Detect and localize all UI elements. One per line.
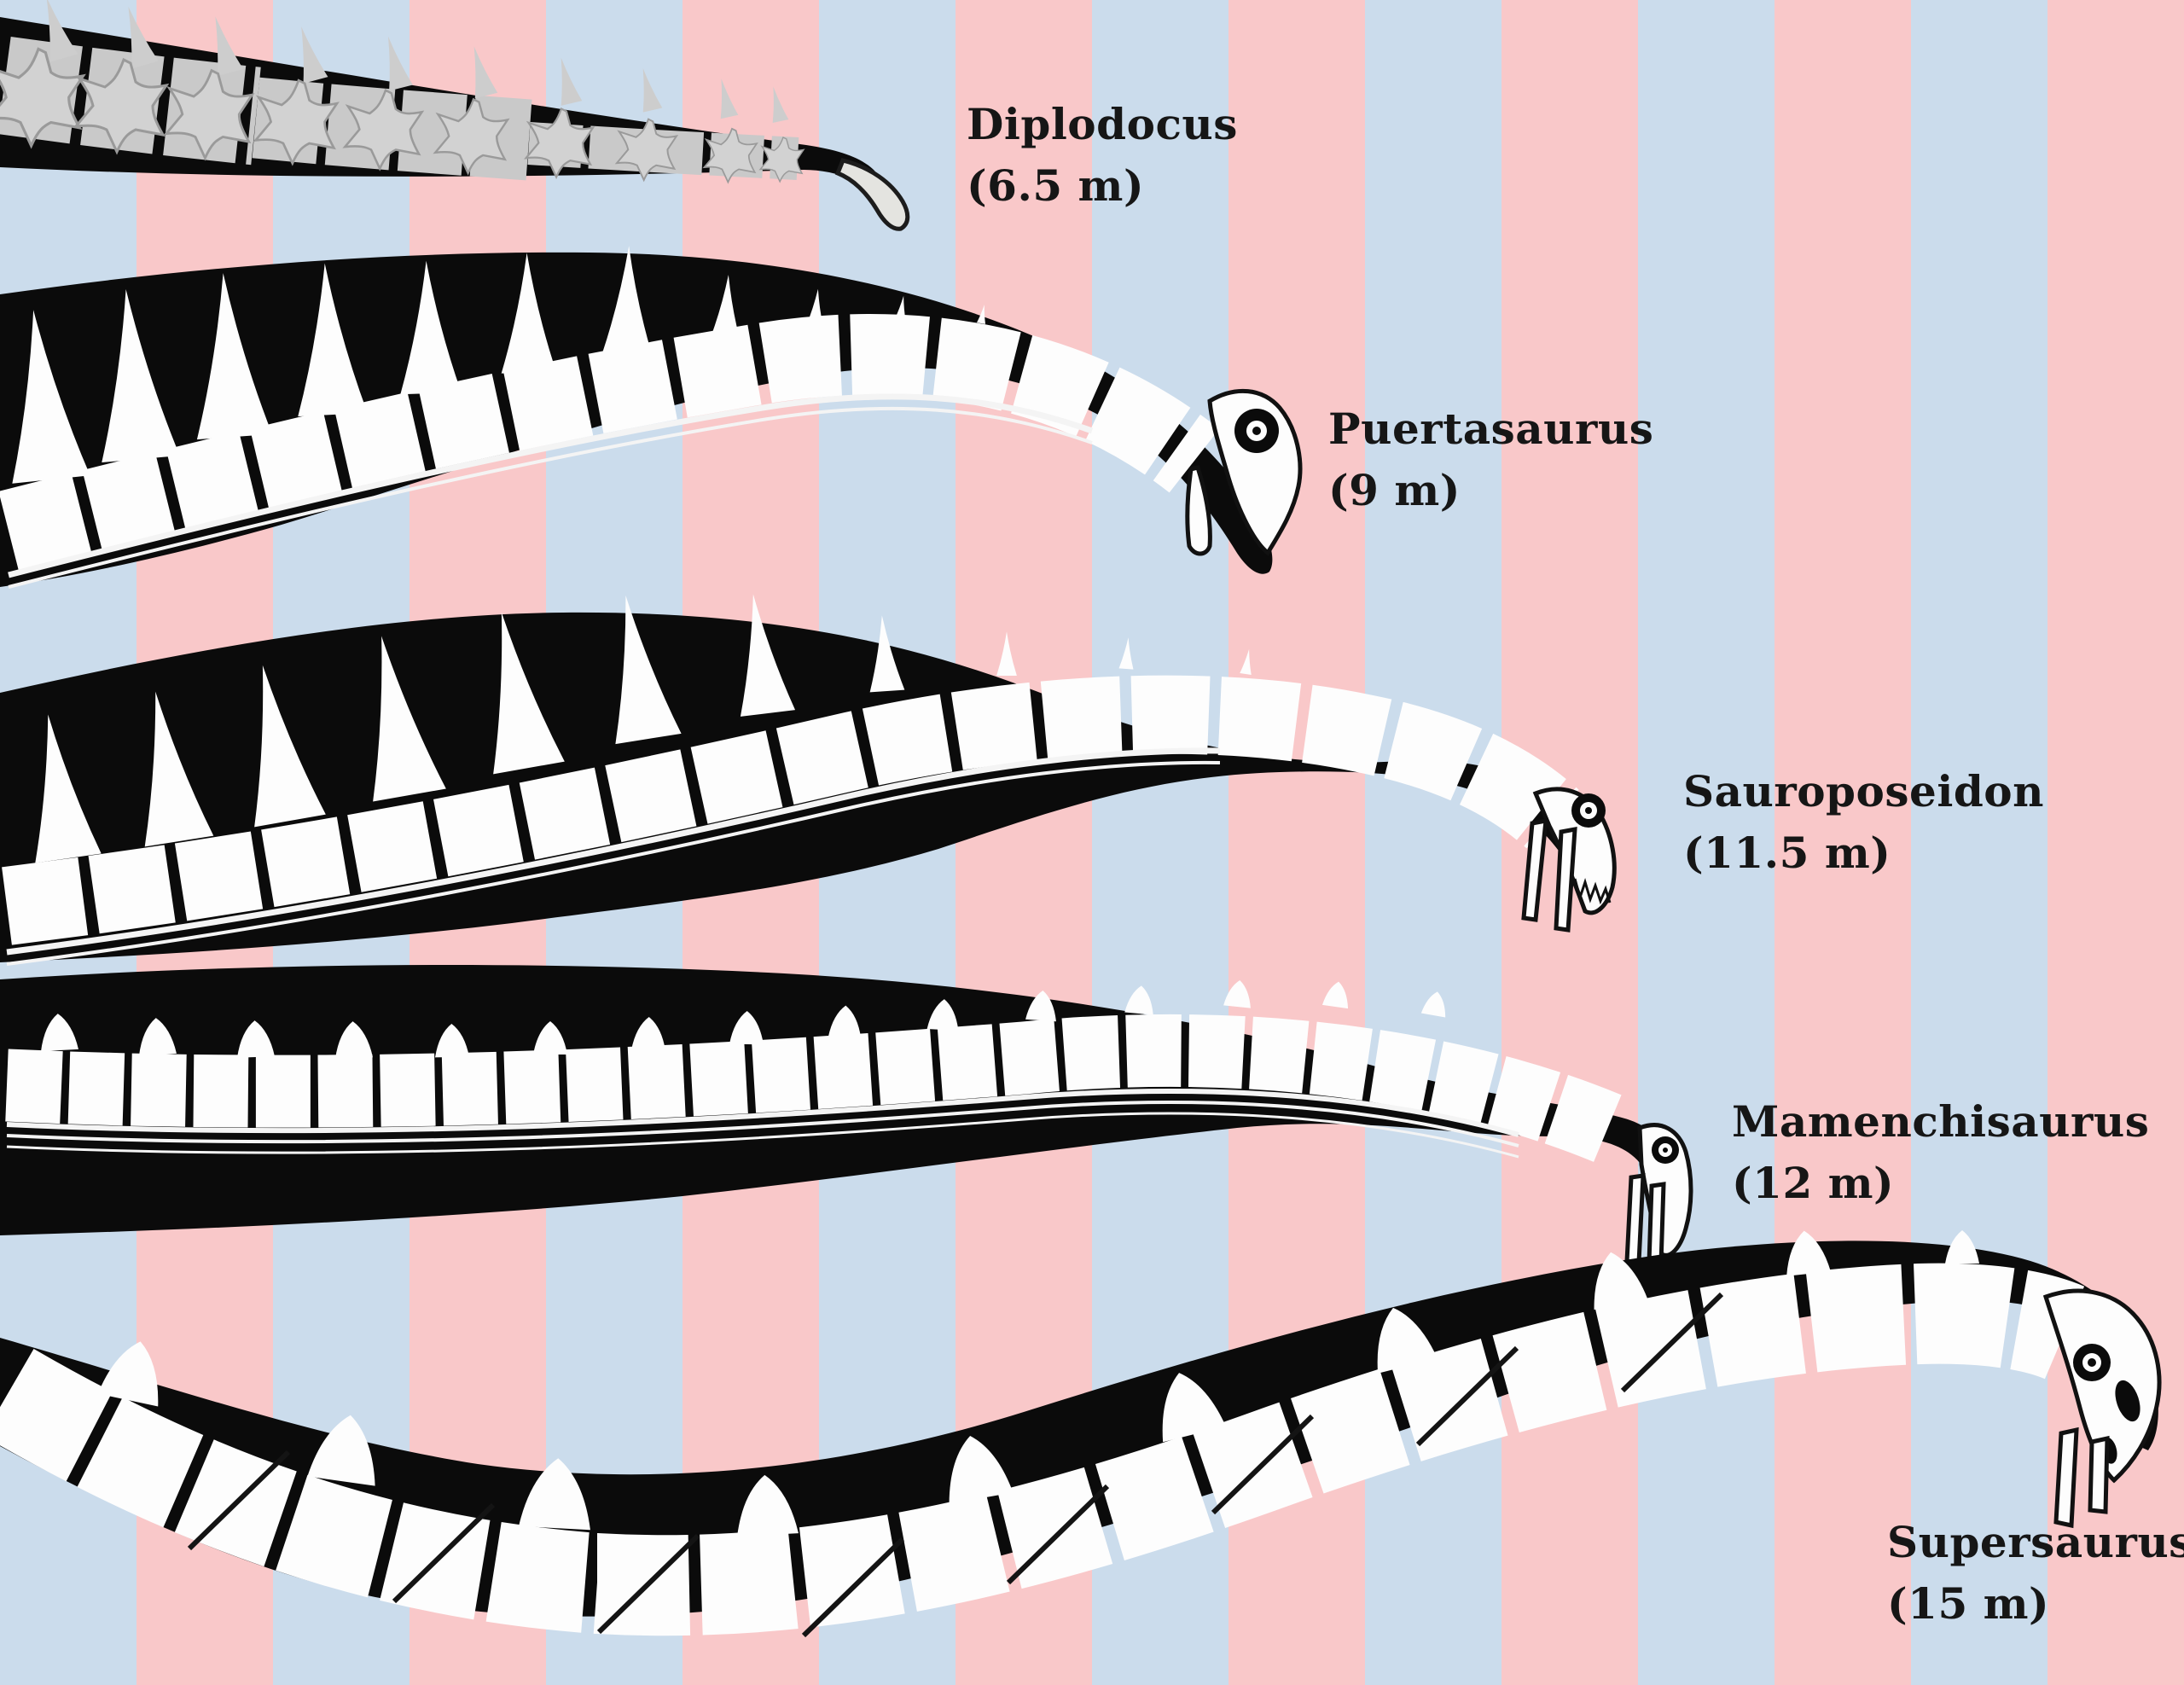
sauroposeidon-jaw-bone (1554, 826, 1577, 933)
label-mamenchisaurus: Mamenchisaurus (12 m) (1732, 1091, 2149, 1214)
species-length: (6.5 m) (967, 160, 1145, 211)
species-length: (15 m) (1887, 1578, 2050, 1629)
label-puertasaurus: Puertasaurus (9 m) (1328, 398, 1653, 521)
species-name: Puertasaurus (1328, 404, 1654, 454)
supersaurus-jaw-bone (2053, 1426, 2079, 1529)
supersaurus-skull (2042, 1288, 2162, 1529)
label-sauroposeidon: Sauroposeidon (11.5 m) (1683, 761, 2044, 884)
diplodocus-skeleton-drawing (0, 0, 910, 231)
sauroposeidon-skull (1521, 787, 1617, 933)
puertasaurus-skull (1185, 388, 1303, 556)
species-length: (9 m) (1328, 465, 1461, 515)
sauroposeidon-jaw-bone (1521, 817, 1548, 922)
supersaurus-skeleton-drawing (0, 1228, 2162, 1638)
mamenchisaurus-skeleton-drawing (0, 964, 1693, 1293)
species-name: Diplodocus (967, 99, 1238, 149)
sauroposeidon-teeth (1573, 878, 1612, 905)
diplodocus-skull (834, 158, 910, 231)
species-length: (12 m) (1732, 1158, 1895, 1208)
supersaurus-cervical-ribs (187, 1292, 1724, 1638)
label-supersaurus: Supersaurus (15 m) (1887, 1512, 2184, 1635)
species-name: Mamenchisaurus (1732, 1096, 2150, 1147)
species-name: Sauroposeidon (1683, 766, 2044, 816)
species-length: (11.5 m) (1683, 828, 1891, 878)
species-name: Supersaurus (1887, 1517, 2184, 1567)
puertasaurus-mandible (1185, 465, 1212, 556)
sauroposeidon-skeleton-drawing (0, 590, 1617, 966)
label-diplodocus: Diplodocus (6.5 m) (967, 94, 1238, 217)
puertasaurus-skeleton-drawing (0, 245, 1303, 589)
supersaurus-jaw-bone (2088, 1435, 2110, 1514)
